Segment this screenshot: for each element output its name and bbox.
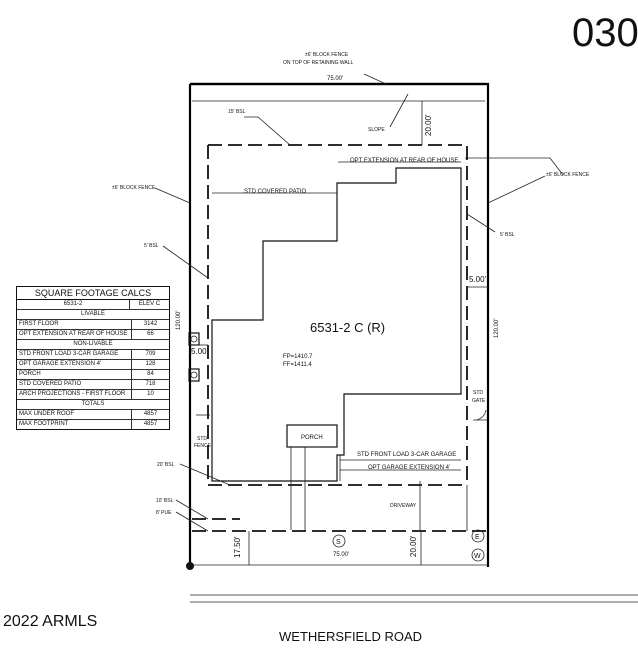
bsl-10-label: 10' BSL bbox=[156, 498, 174, 504]
sqft-section-row: LIVABLE bbox=[17, 310, 169, 320]
rear-fence-label-1: ±6' BLOCK FENCE bbox=[305, 52, 349, 58]
covered-patio-label: STD COVERED PATIO bbox=[244, 189, 306, 195]
sqft-item-value: 10 bbox=[147, 391, 154, 397]
sqft-item-label: OPT GARAGE EXTENSION 4' bbox=[17, 360, 132, 369]
right-fence-label: ±6' BLOCK FENCE bbox=[546, 172, 590, 178]
sqft-item-value: 709 bbox=[145, 351, 156, 357]
leader-fence bbox=[363, 73, 387, 85]
fp-elevation: FP=1410.7 bbox=[283, 354, 313, 360]
std-fence-label-2: FENCE bbox=[194, 443, 212, 449]
sqft-item-row: MAX FOOTPRINT 4857 bbox=[17, 420, 169, 429]
left-depth-label: 120.00' bbox=[176, 311, 182, 331]
leader-opt-ext bbox=[465, 157, 564, 176]
front-width-label: 75.00' bbox=[333, 552, 349, 558]
sqft-header-elevation: ELEV C bbox=[138, 301, 161, 307]
sqft-item-value: 4857 bbox=[143, 421, 158, 427]
sqft-item-label: OPT EXTENSION AT REAR OF HOUSE bbox=[17, 330, 132, 339]
right-bsl-label: 5' BSL bbox=[500, 232, 515, 238]
leader-left-fence bbox=[154, 187, 191, 204]
walkway bbox=[290, 446, 320, 530]
sqft-item-row: PORCH 84 bbox=[17, 370, 169, 380]
ac-unit-2-fan bbox=[190, 371, 198, 379]
sqft-item-value: 718 bbox=[145, 381, 156, 387]
sqft-item-label: PORCH bbox=[17, 370, 132, 379]
sqft-item-label: STD FRONT LOAD 3-CAR GARAGE bbox=[17, 350, 132, 359]
pue-label: 8' PUE bbox=[156, 510, 172, 516]
sqft-item-label: FIRST FLOOR bbox=[17, 320, 132, 329]
plan-label: 6531-2 C (R) bbox=[310, 320, 385, 335]
sqft-section-row: NON-LIVABLE bbox=[17, 340, 169, 350]
front-bsl-label: 20' BSL bbox=[157, 462, 175, 468]
leader-right-bsl bbox=[466, 213, 496, 233]
electric-symbol-label: E bbox=[475, 534, 480, 541]
sqft-table-title: SQUARE FOOTAGE CALCS bbox=[17, 287, 169, 300]
sqft-item-value: 84 bbox=[147, 371, 154, 377]
porch-label: PORCH bbox=[301, 435, 323, 441]
sqft-item-row: MAX UNDER ROOF 4857 bbox=[17, 410, 169, 420]
std-fence-label-1: STD bbox=[197, 436, 207, 442]
garage-label: STD FRONT LOAD 3-CAR GARAGE bbox=[357, 452, 456, 458]
leader-slope bbox=[389, 93, 409, 128]
sqft-section-row: TOTALS bbox=[17, 400, 169, 410]
sqft-item-value: 66 bbox=[147, 331, 154, 337]
sqft-table-header: 6531-2 ELEV C bbox=[17, 300, 169, 310]
rear-fence-label-2: ON TOP OF RETAINING WALL bbox=[283, 60, 354, 66]
leader-pue bbox=[175, 511, 209, 532]
leader-left-bsl bbox=[162, 245, 209, 279]
leader-bsl-10 bbox=[175, 499, 209, 520]
sqft-item-label: MAX UNDER ROOF bbox=[17, 410, 132, 419]
sqft-item-value: 4857 bbox=[143, 411, 158, 417]
ff-elevation: FF=1411.4 bbox=[283, 362, 312, 368]
side-setback-label: 5.00' bbox=[469, 275, 487, 284]
leader-right-fence bbox=[487, 175, 546, 204]
sqft-header-plan: 6531-2 bbox=[17, 300, 130, 309]
right-depth-label: 120.00' bbox=[494, 319, 500, 339]
leader-front-bsl bbox=[179, 463, 231, 486]
rear-setback-label: 20.00' bbox=[424, 114, 433, 136]
std-gate-label-1: STD bbox=[473, 390, 483, 396]
sewer-symbol bbox=[332, 534, 346, 548]
ac-unit-1-fan bbox=[190, 335, 198, 343]
left-setback-label: 5.00' bbox=[191, 347, 209, 356]
garage-ext-label: OPT GARAGE EXTENSION 4' bbox=[368, 465, 450, 471]
sewer-symbol-label: S bbox=[336, 539, 341, 546]
std-gate bbox=[473, 409, 487, 421]
slope-label: SLOPE bbox=[368, 127, 385, 133]
front-setback-label: 20.00' bbox=[409, 535, 418, 557]
rear-width-dim: 75.00' bbox=[327, 76, 343, 82]
water-symbol bbox=[471, 548, 485, 562]
corner-monument bbox=[186, 562, 194, 570]
left-bsl-label: 5' BSL bbox=[144, 243, 159, 249]
sqft-item-row: OPT GARAGE EXTENSION 4' 128 bbox=[17, 360, 169, 370]
ac-unit-2 bbox=[188, 368, 200, 382]
left-fence-label: ±6' BLOCK FENCE bbox=[112, 185, 156, 191]
copyright-label: 2022 ARMLS bbox=[3, 613, 97, 630]
sqft-item-row: OPT EXTENSION AT REAR OF HOUSE 66 bbox=[17, 330, 169, 340]
electric-symbol bbox=[471, 529, 485, 543]
std-gate-label-2: GATE bbox=[472, 398, 486, 404]
sqft-item-row: STD COVERED PATIO 718 bbox=[17, 380, 169, 390]
sqft-item-row: ARCH PROJECTIONS - FIRST FLOOR 10 bbox=[17, 390, 169, 400]
opt-extension-label: OPT EXTENSION AT REAR OF HOUSE bbox=[350, 158, 458, 164]
sqft-item-label: STD COVERED PATIO bbox=[17, 380, 132, 389]
sqft-item-row: STD FRONT LOAD 3-CAR GARAGE 709 bbox=[17, 350, 169, 360]
sqft-item-value: 128 bbox=[145, 361, 156, 367]
sqft-item-label: ARCH PROJECTIONS - FIRST FLOOR bbox=[17, 390, 132, 399]
lot-number: 030 bbox=[572, 11, 638, 55]
front-left-dim-label: 17.50' bbox=[233, 536, 242, 558]
driveway-label: DRIVEWAY bbox=[390, 503, 417, 509]
sqft-item-row: FIRST FLOOR 3142 bbox=[17, 320, 169, 330]
building-setback-line bbox=[207, 144, 468, 486]
sqft-item-label: MAX FOOTPRINT bbox=[17, 420, 132, 429]
leader-rear-bsl bbox=[244, 116, 291, 146]
water-symbol-label: W bbox=[474, 553, 481, 560]
sqft-item-value: 3142 bbox=[143, 321, 158, 327]
street-name: WETHERSFIELD ROAD bbox=[279, 629, 422, 644]
rear-bsl-label: 15' BSL bbox=[228, 109, 246, 115]
house-outline bbox=[211, 167, 462, 482]
sqft-table: SQUARE FOOTAGE CALCS 6531-2 ELEV C LIVAB… bbox=[16, 286, 170, 430]
